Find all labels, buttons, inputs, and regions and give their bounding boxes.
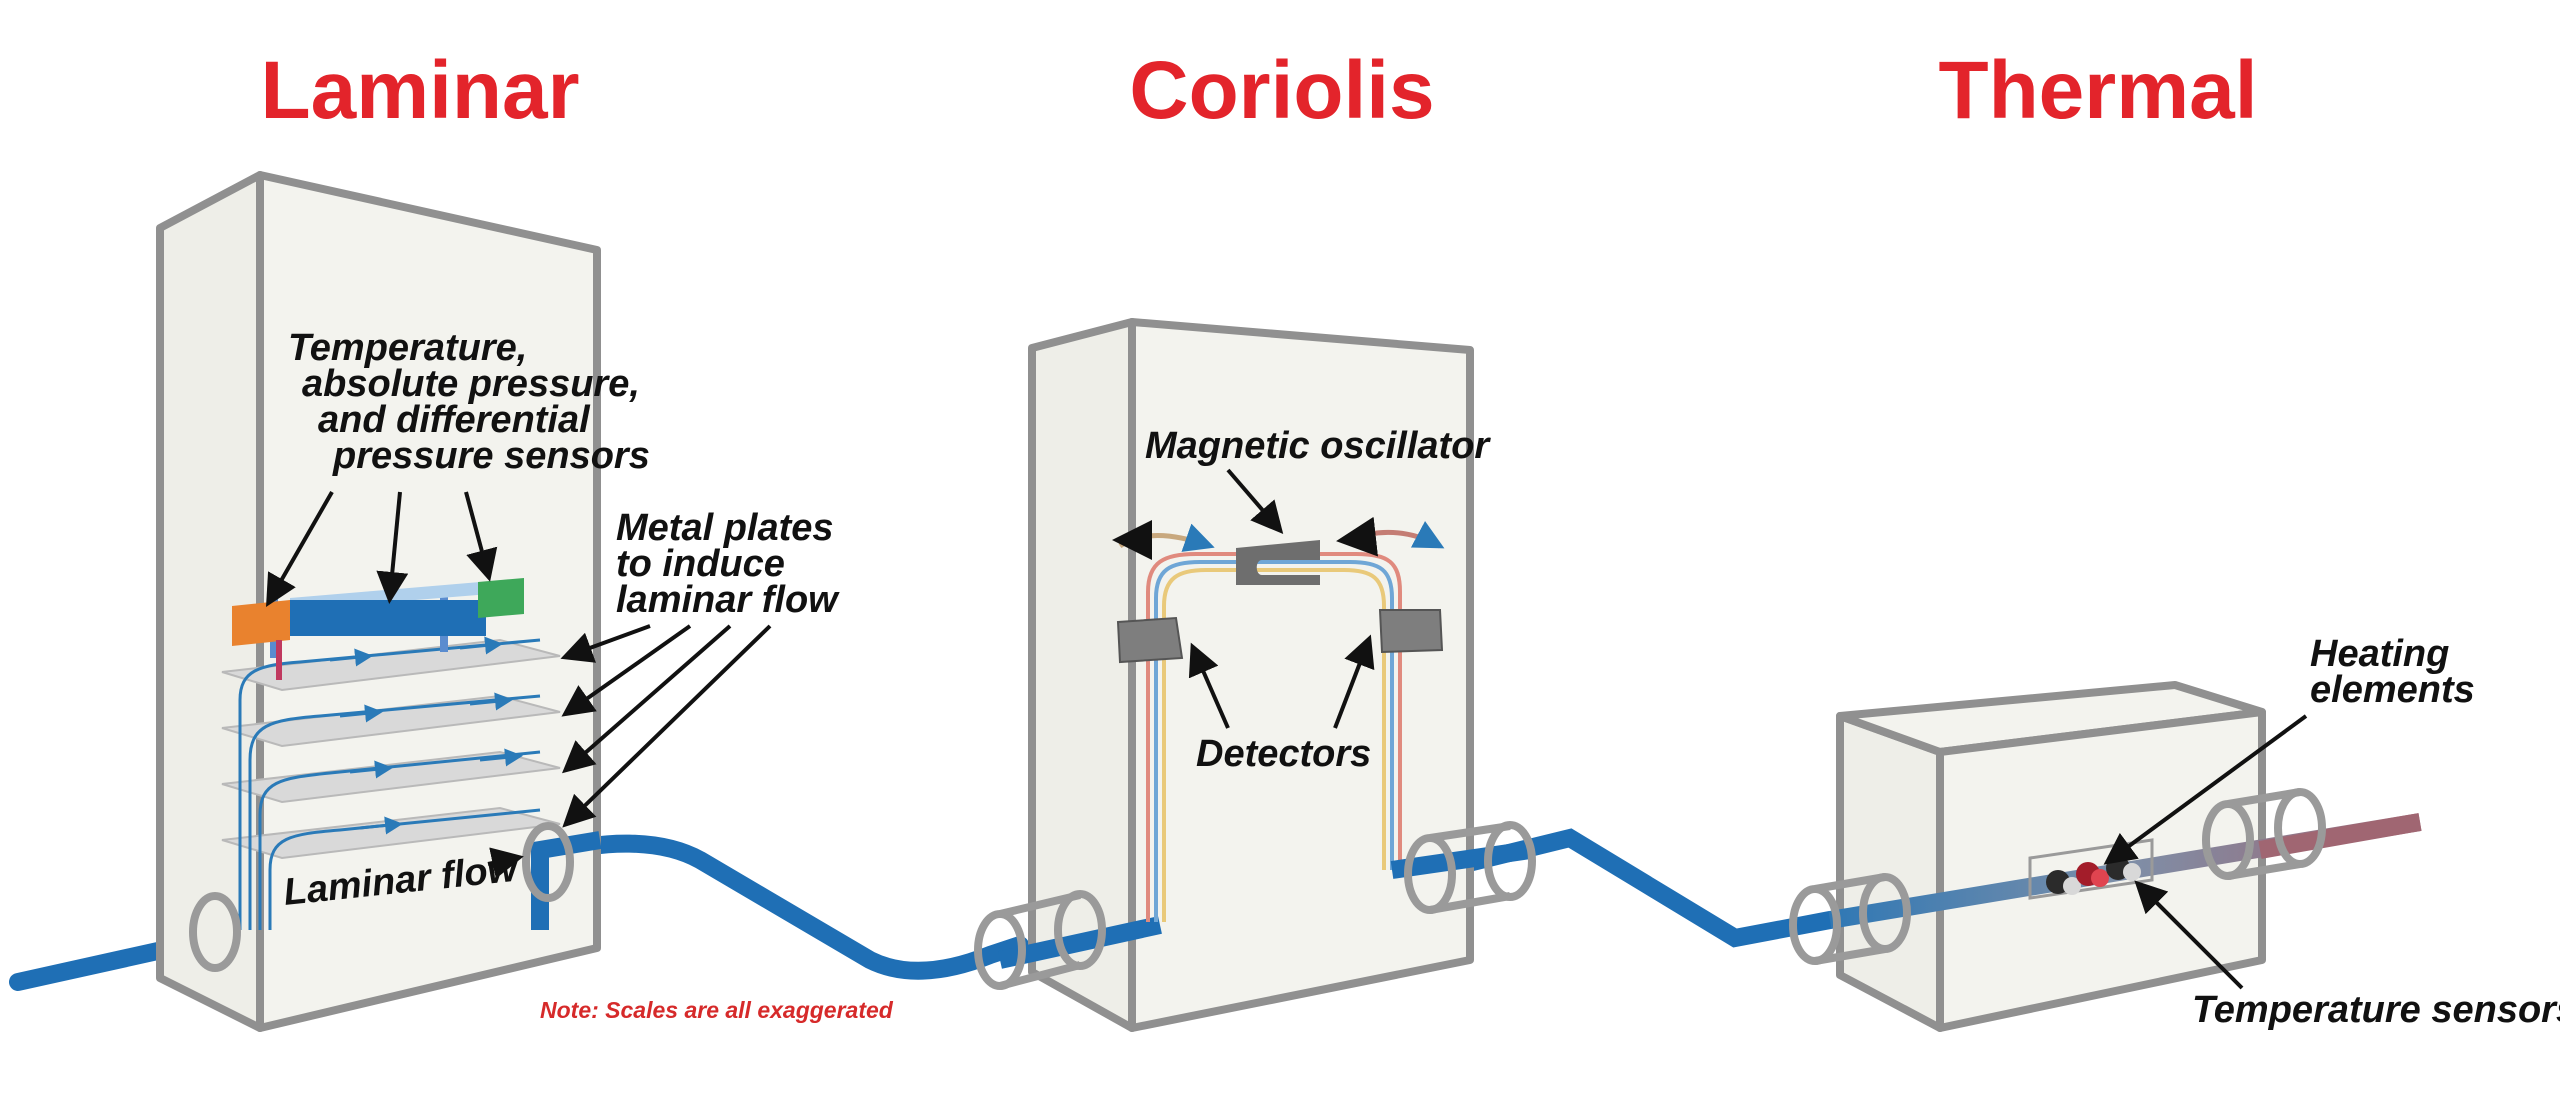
laminar-flow-lines — [238, 636, 541, 930]
plates-label-line1: Metal plates — [616, 507, 834, 549]
arrow-heating-elements — [2103, 714, 2308, 865]
detector-left — [1116, 616, 1184, 664]
sensors-label-line3: and differential — [318, 399, 591, 441]
title-laminar: Laminar — [261, 45, 580, 136]
thermal-meter — [1789, 681, 2422, 1032]
detector-right — [1378, 609, 1444, 654]
arrow-plate-2 — [561, 624, 692, 717]
heating-label-line2: elements — [2310, 669, 2475, 711]
arrow-plate-1 — [560, 624, 651, 663]
arrow-differential-pressure — [464, 491, 498, 582]
laminar-outlet-port — [522, 822, 574, 902]
differential-pressure-sensor-block — [478, 578, 524, 618]
arrow-detector-left — [1188, 642, 1230, 729]
laminar-inlet-port — [189, 892, 241, 972]
arrow-temperature-sensor — [266, 491, 334, 607]
sensors-label-line4: pressure sensors — [332, 435, 650, 477]
detectors-label: Detectors — [1196, 733, 1371, 775]
arrow-detector-right — [1333, 634, 1375, 729]
thermal-sensor-elements — [2046, 856, 2141, 895]
title-coriolis: Coriolis — [1129, 45, 1434, 136]
sensors-label-line2: absolute pressure, — [302, 363, 640, 405]
pipe-segment-laminar-to-coriolis — [546, 834, 1029, 980]
laminar-meter — [156, 171, 602, 1032]
arrow-temperature-sensors — [2134, 880, 2244, 990]
arrow-plate-3 — [561, 624, 732, 774]
coriolis-meter — [974, 318, 1536, 1032]
arrow-magnetic-oscillator — [1226, 468, 1284, 535]
sensors-label-line1: Temperature, — [288, 327, 527, 369]
magnet-icon — [1236, 540, 1320, 585]
heating-label-line1: Heating — [2310, 633, 2449, 675]
plates-label-line3: laminar flow — [616, 579, 840, 621]
arrow-absolute-pressure — [376, 491, 409, 604]
title-thermal: Thermal — [1939, 45, 2258, 136]
plates-label-line2: to induce — [616, 543, 785, 585]
temperature-sensor-block — [232, 600, 290, 646]
magnetic-oscillator-label: Magnetic oscillator — [1145, 425, 1491, 467]
temperature-sensors-label: Temperature sensors — [2192, 989, 2560, 1031]
scale-note: Note: Scales are all exaggerated — [540, 997, 894, 1023]
arrow-laminar-flow — [487, 847, 524, 879]
arrow-plate-4 — [562, 624, 772, 828]
